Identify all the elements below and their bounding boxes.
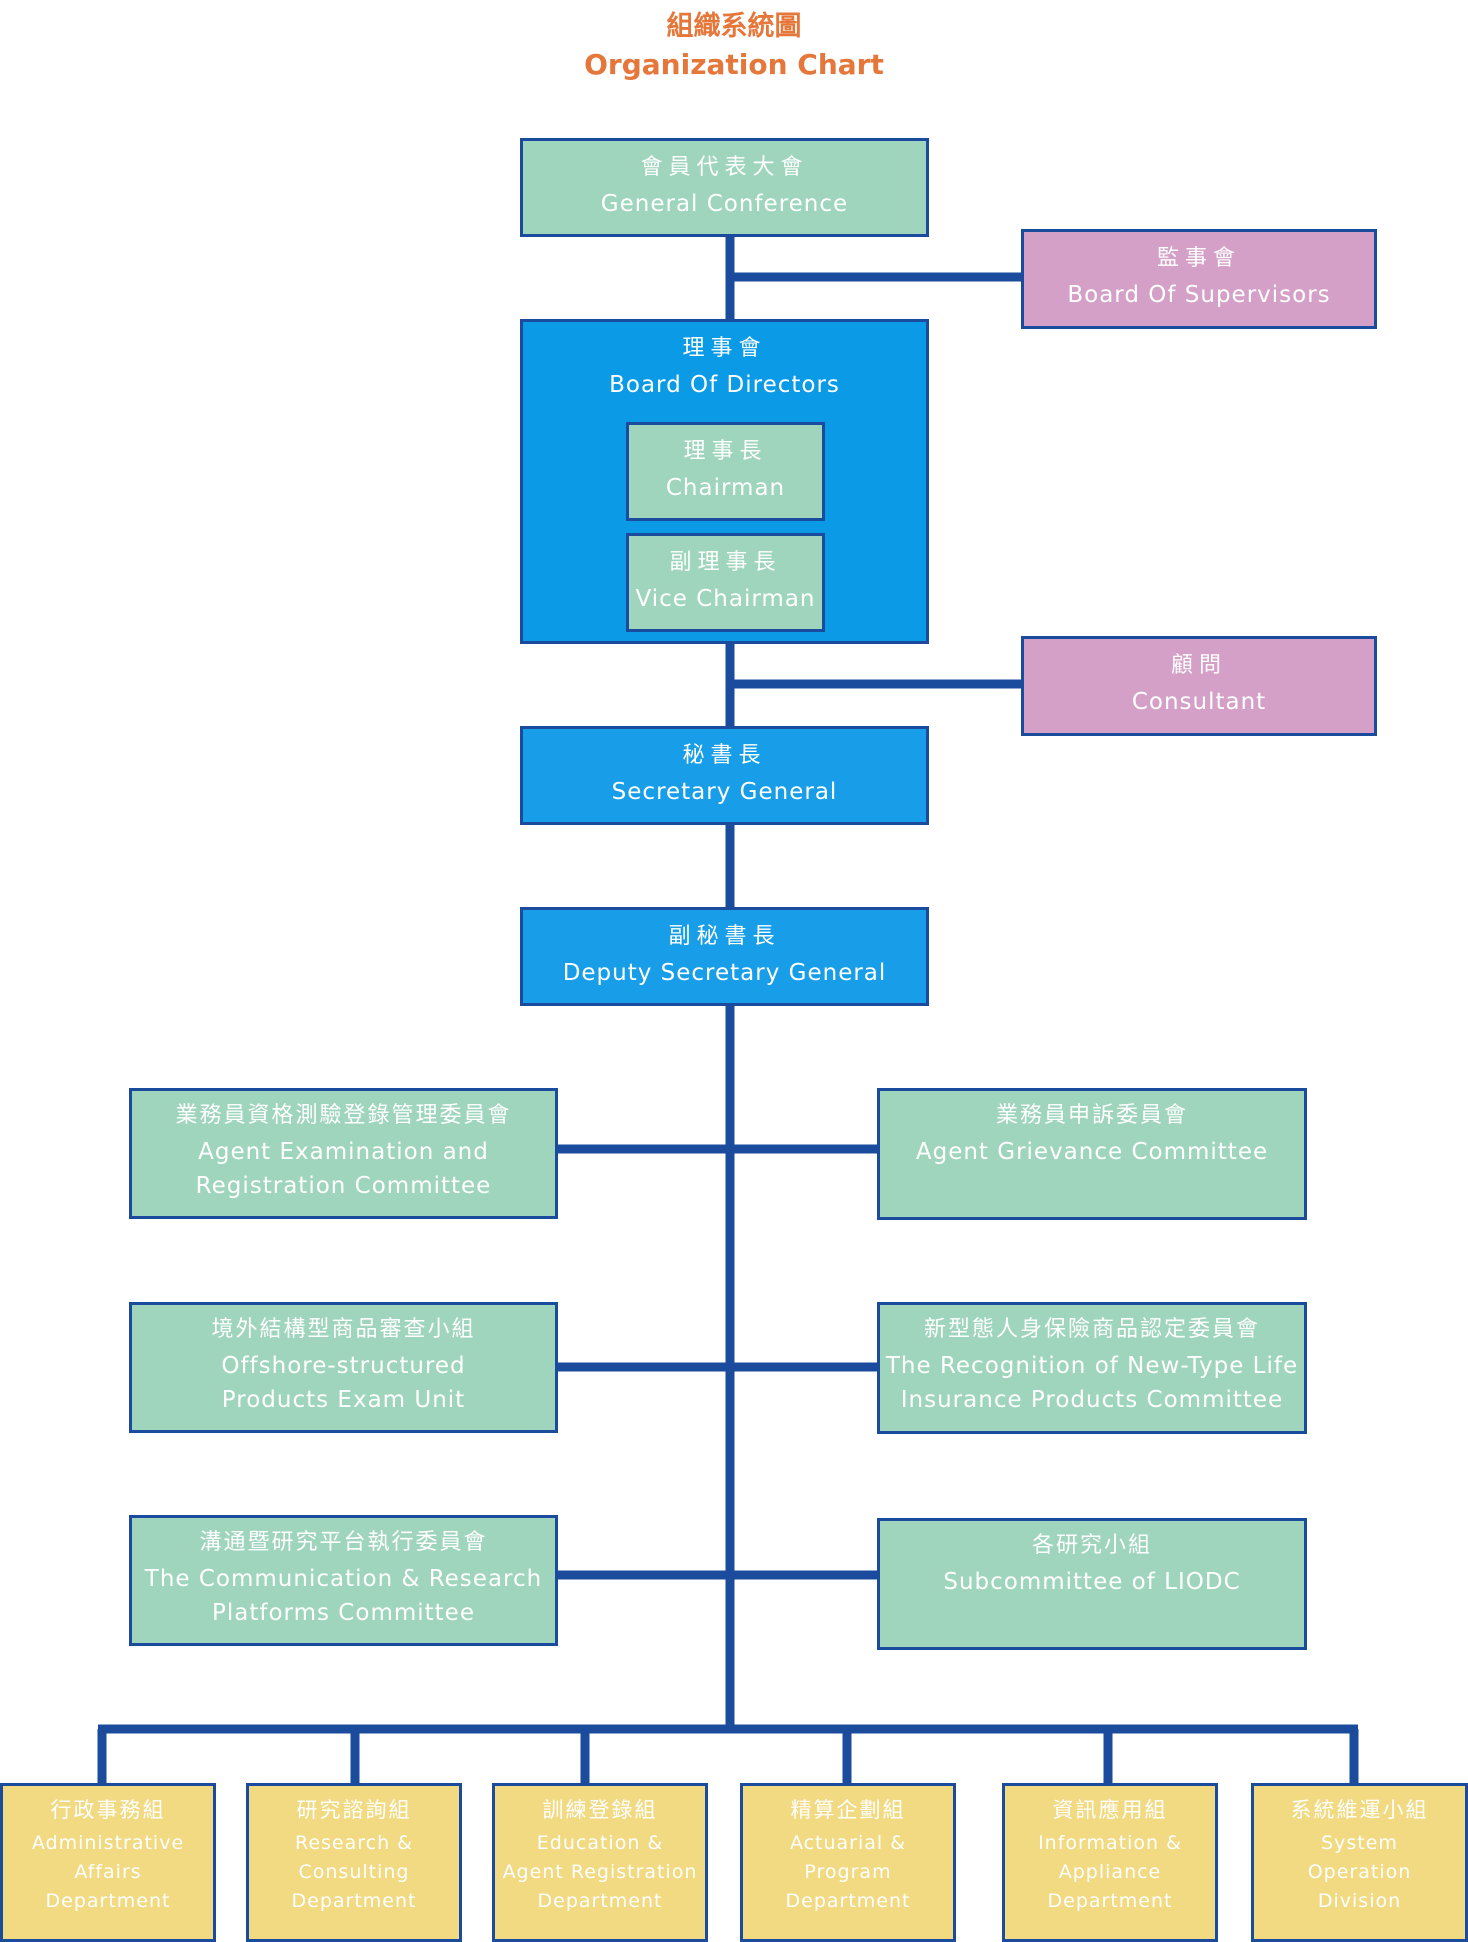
board-of-directors-zh: 理事會 [682, 336, 767, 361]
new-type-life-committee-en-line2: Insurance Products Committee [900, 1387, 1284, 1414]
dept-information-en-line1: Information & [1038, 1832, 1182, 1855]
subcommittee-liodc-zh: 各研究小組 [1031, 1533, 1152, 1558]
chairman-box: 理事長 Chairman [626, 422, 825, 521]
dept-research-box: 研究諮詢組 Research & Consulting Department [246, 1783, 462, 1942]
dept-system-operation-en-line1: System [1321, 1832, 1398, 1855]
chart-title-chinese: 組織系統圖 [666, 11, 802, 42]
dept-administrative-zh: 行政事務組 [50, 1798, 166, 1822]
dept-information-zh: 資訊應用組 [1052, 1798, 1168, 1822]
dept-education-en-line2: Agent Registration [502, 1861, 698, 1884]
dept-administrative-box: 行政事務組 Administrative Affairs Department [0, 1783, 216, 1942]
agent-exam-committee-en-line2: Registration Committee [195, 1173, 492, 1200]
new-type-life-committee-box: 新型態人身保險商品認定委員會 The Recognition of New-Ty… [877, 1302, 1307, 1434]
offshore-exam-unit-en-line1: Offshore-structured [221, 1353, 466, 1380]
vice-chairman-zh: 副理事長 [669, 550, 782, 575]
communication-research-committee-en-line1: The Communication & Research [144, 1566, 543, 1593]
dept-education-en-line3: Department [537, 1890, 663, 1913]
dept-information-box: 資訊應用組 Information & Appliance Department [1002, 1783, 1218, 1942]
dept-administrative-en-line2: Affairs [74, 1861, 142, 1884]
general-conference-zh: 會員代表大會 [640, 155, 809, 180]
dept-system-operation-en-line2: Operation [1307, 1861, 1412, 1884]
dept-administrative-en-line3: Department [45, 1890, 171, 1913]
deputy-secretary-general-en: Deputy Secretary General [562, 960, 887, 987]
board-of-supervisors-box: 監事會 Board Of Supervisors [1021, 229, 1377, 329]
communication-research-committee-box: 溝通暨研究平台執行委員會 The Communication & Researc… [129, 1515, 558, 1646]
secretary-general-zh: 秘書長 [682, 743, 767, 768]
dept-actuarial-en-line1: Actuarial & [789, 1832, 907, 1855]
offshore-exam-unit-box: 境外結構型商品審查小組 Offshore-structured Products… [129, 1302, 558, 1433]
board-of-directors-en: Board Of Directors [609, 372, 840, 399]
agent-grievance-committee-en: Agent Grievance Committee [915, 1139, 1269, 1166]
dept-education-box: 訓練登錄組 Education & Agent Registration Dep… [492, 1783, 708, 1942]
dept-system-operation-zh: 系統維運小組 [1290, 1798, 1429, 1822]
new-type-life-committee-zh: 新型態人身保險商品認定委員會 [923, 1317, 1260, 1342]
dept-actuarial-zh: 精算企劃組 [790, 1798, 906, 1822]
offshore-exam-unit-en-line2: Products Exam Unit [221, 1387, 466, 1414]
dept-research-en-line2: Consulting [298, 1861, 410, 1884]
dept-administrative-en-line1: Administrative [31, 1832, 185, 1855]
chart-title-english: Organization Chart [584, 48, 884, 81]
dept-information-en-line2: Appliance [1058, 1861, 1162, 1884]
agent-grievance-committee-box: 業務員申訴委員會 Agent Grievance Committee [877, 1088, 1307, 1220]
dept-information-en-line3: Department [1047, 1890, 1173, 1913]
subcommittee-liodc-en: Subcommittee of LIODC [943, 1569, 1241, 1596]
general-conference-box: 會員代表大會 General Conference [520, 138, 929, 237]
consultant-en: Consultant [1131, 689, 1267, 716]
agent-exam-committee-en-line1: Agent Examination and [198, 1139, 489, 1166]
vice-chairman-en: Vice Chairman [635, 586, 816, 613]
dept-research-zh: 研究諮詢組 [296, 1798, 412, 1822]
vice-chairman-box: 副理事長 Vice Chairman [626, 533, 825, 632]
offshore-exam-unit-zh: 境外結構型商品審查小組 [211, 1317, 476, 1342]
dept-education-zh: 訓練登錄組 [542, 1798, 658, 1822]
chairman-en: Chairman [665, 475, 786, 502]
agent-exam-committee-box: 業務員資格測驗登錄管理委員會 Agent Examination and Reg… [129, 1088, 558, 1219]
subcommittee-liodc-box: 各研究小組 Subcommittee of LIODC [877, 1518, 1307, 1650]
deputy-secretary-general-box: 副秘書長 Deputy Secretary General [520, 907, 929, 1006]
secretary-general-box: 秘書長 Secretary General [520, 726, 929, 825]
general-conference-en: General Conference [600, 191, 849, 218]
consultant-box: 顧問 Consultant [1021, 636, 1377, 736]
dept-system-operation-en-line3: Division [1317, 1890, 1402, 1913]
communication-research-committee-zh: 溝通暨研究平台執行委員會 [199, 1530, 488, 1555]
communication-research-committee-en-line2: Platforms Committee [212, 1600, 475, 1627]
dept-research-en-line3: Department [291, 1890, 417, 1913]
dept-actuarial-box: 精算企劃組 Actuarial & Program Department [740, 1783, 956, 1942]
agent-grievance-committee-zh: 業務員申訴委員會 [995, 1103, 1188, 1128]
dept-system-operation-box: 系統維運小組 System Operation Division [1251, 1783, 1468, 1942]
board-of-supervisors-en: Board Of Supervisors [1067, 282, 1331, 309]
dept-actuarial-en-line2: Program [804, 1861, 892, 1884]
secretary-general-en: Secretary General [611, 779, 838, 806]
dept-education-en-line1: Education & [536, 1832, 664, 1855]
board-of-supervisors-zh: 監事會 [1156, 246, 1241, 271]
consultant-zh: 顧問 [1170, 653, 1227, 678]
dept-research-en-line1: Research & [294, 1832, 413, 1855]
deputy-secretary-general-zh: 副秘書長 [668, 924, 781, 949]
agent-exam-committee-zh: 業務員資格測驗登錄管理委員會 [175, 1103, 512, 1128]
new-type-life-committee-en-line1: The Recognition of New-Type Life [885, 1353, 1299, 1380]
dept-actuarial-en-line3: Department [785, 1890, 911, 1913]
chairman-zh: 理事長 [683, 439, 768, 464]
